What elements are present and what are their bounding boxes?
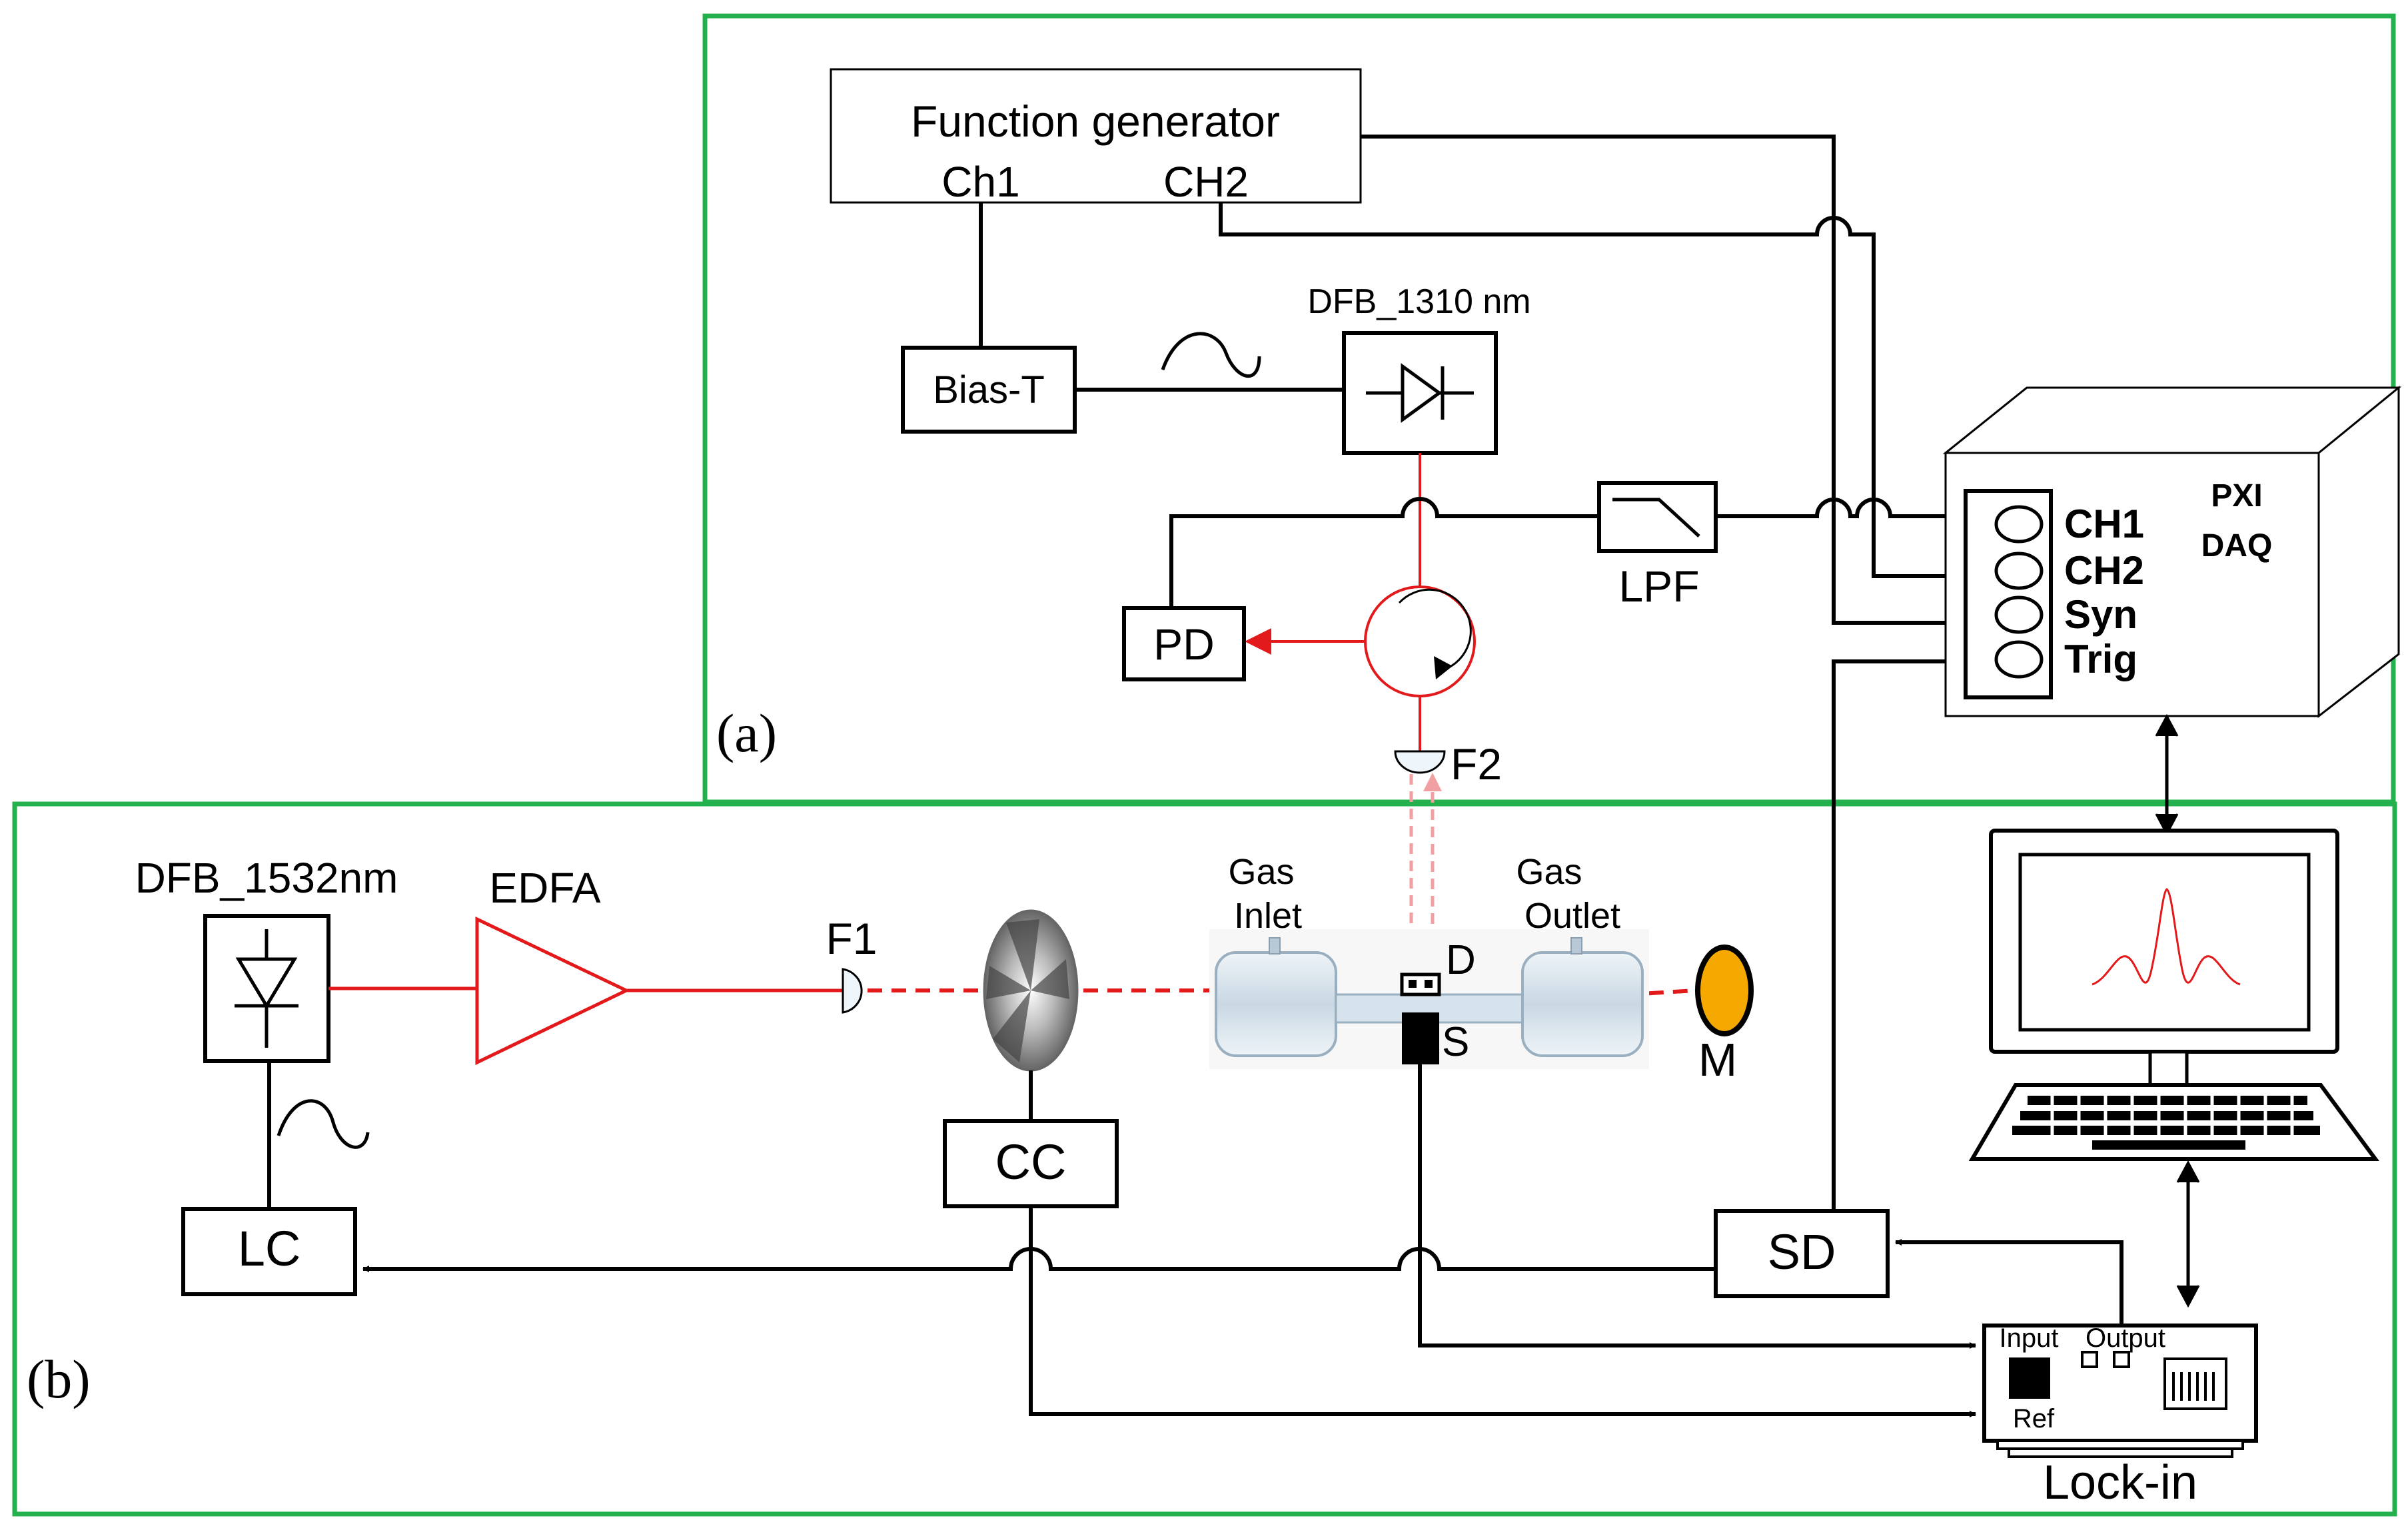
gas-inlet-label-line1: Gas	[1228, 852, 1294, 892]
f1-lens-icon: F1	[826, 914, 878, 1014]
laser-1310-label: DFB_1310 nm	[1307, 282, 1530, 321]
panel-b-border	[12, 801, 2397, 1517]
lc-label: LC	[238, 1221, 301, 1276]
f2-lens-icon: F2	[1394, 739, 1502, 789]
lockin-title: Lock-in	[2043, 1456, 2197, 1509]
sd-label: SD	[1768, 1224, 1836, 1280]
signal-demod-sd: SD	[1714, 1209, 1890, 1298]
laser-controller-lc: LC	[181, 1207, 357, 1296]
function-generator: Function generator Ch1 CH2	[830, 68, 1362, 206]
cc-label: CC	[995, 1134, 1067, 1190]
wire-sd-lc	[362, 1247, 1716, 1272]
function-generator-title: Function generator	[911, 97, 1280, 146]
bias-t-box: Bias-T	[901, 346, 1077, 434]
wire-lockin-sd	[1895, 1239, 2123, 1326]
gas-cell: Gas Inlet Gas Outlet	[1209, 852, 1649, 1069]
pxi-daq: PXI DAQ CH1 CH2 Syn Trig	[1942, 385, 2402, 719]
modulation-sine-icon	[1161, 332, 1261, 378]
panel-b-label: (b)	[27, 1349, 91, 1409]
gas-inlet-label-line2: Inlet	[1234, 896, 1302, 936]
edfa-label: EDFA	[489, 864, 600, 912]
lock-in-amplifier: Input Output Ref Lock-in	[1982, 1324, 2258, 1509]
circulator	[1364, 585, 1476, 697]
laser-1310-diode	[1342, 331, 1498, 455]
wire-cc-lockin-ref	[1029, 1206, 1976, 1417]
gas-outlet-label-line1: Gas	[1516, 852, 1582, 892]
gas-outlet-label-line2: Outlet	[1524, 896, 1620, 936]
optical-chopper	[983, 909, 1079, 1072]
source-s: S	[1402, 1012, 1469, 1065]
wire-ch2-daq-ch2	[1219, 203, 2016, 578]
computer	[1968, 829, 2379, 1161]
lockin-input-label: Input	[2000, 1324, 2059, 1353]
panel-a-label: (a)	[716, 703, 777, 763]
wire-pd-lpf	[1169, 497, 1599, 608]
f1-label: F1	[826, 914, 877, 963]
f2-label: F2	[1451, 739, 1502, 789]
wire-source-lockin	[1418, 1064, 1976, 1349]
modulation-sine-icon-b	[277, 1099, 370, 1149]
wire-lpf-daq-ch1	[1716, 498, 2016, 518]
edfa-amplifier: EDFA	[475, 864, 630, 1065]
daq-port-ch1: CH1	[2064, 502, 2144, 546]
daq-port-trig: Trig	[2064, 637, 2137, 681]
waveform-icon	[2092, 888, 2241, 986]
function-generator-ch1-label: Ch1	[941, 158, 1019, 206]
s-label: S	[1442, 1019, 1469, 1065]
lockin-output-label: Output	[2086, 1324, 2165, 1353]
d-label: D	[1446, 937, 1476, 983]
laser-1532-label: DFB_1532nm	[135, 854, 398, 902]
mirror-m: M	[1695, 945, 1754, 1086]
daq-port-ch2: CH2	[2064, 548, 2144, 593]
m-label: M	[1698, 1034, 1737, 1086]
low-pass-filter: LPF	[1597, 481, 1718, 611]
laser-1532-diode	[203, 914, 330, 1063]
pd-label: PD	[1153, 619, 1215, 669]
photodetector-pd: PD	[1122, 606, 1246, 681]
lpf-label: LPF	[1618, 562, 1699, 611]
lockin-ref-label: Ref	[2013, 1404, 2055, 1433]
daq-port-syn: Syn	[2064, 592, 2137, 637]
daq-title-daq: DAQ	[2201, 528, 2273, 564]
detector-d: D	[1400, 937, 1476, 996]
function-generator-ch2-label: CH2	[1163, 158, 1249, 206]
chopper-controller-cc: CC	[943, 1119, 1119, 1208]
bias-t-label: Bias-T	[933, 368, 1045, 412]
wire-fg-daq-syn	[1361, 135, 2016, 625]
daq-title-pxi: PXI	[2211, 478, 2262, 514]
